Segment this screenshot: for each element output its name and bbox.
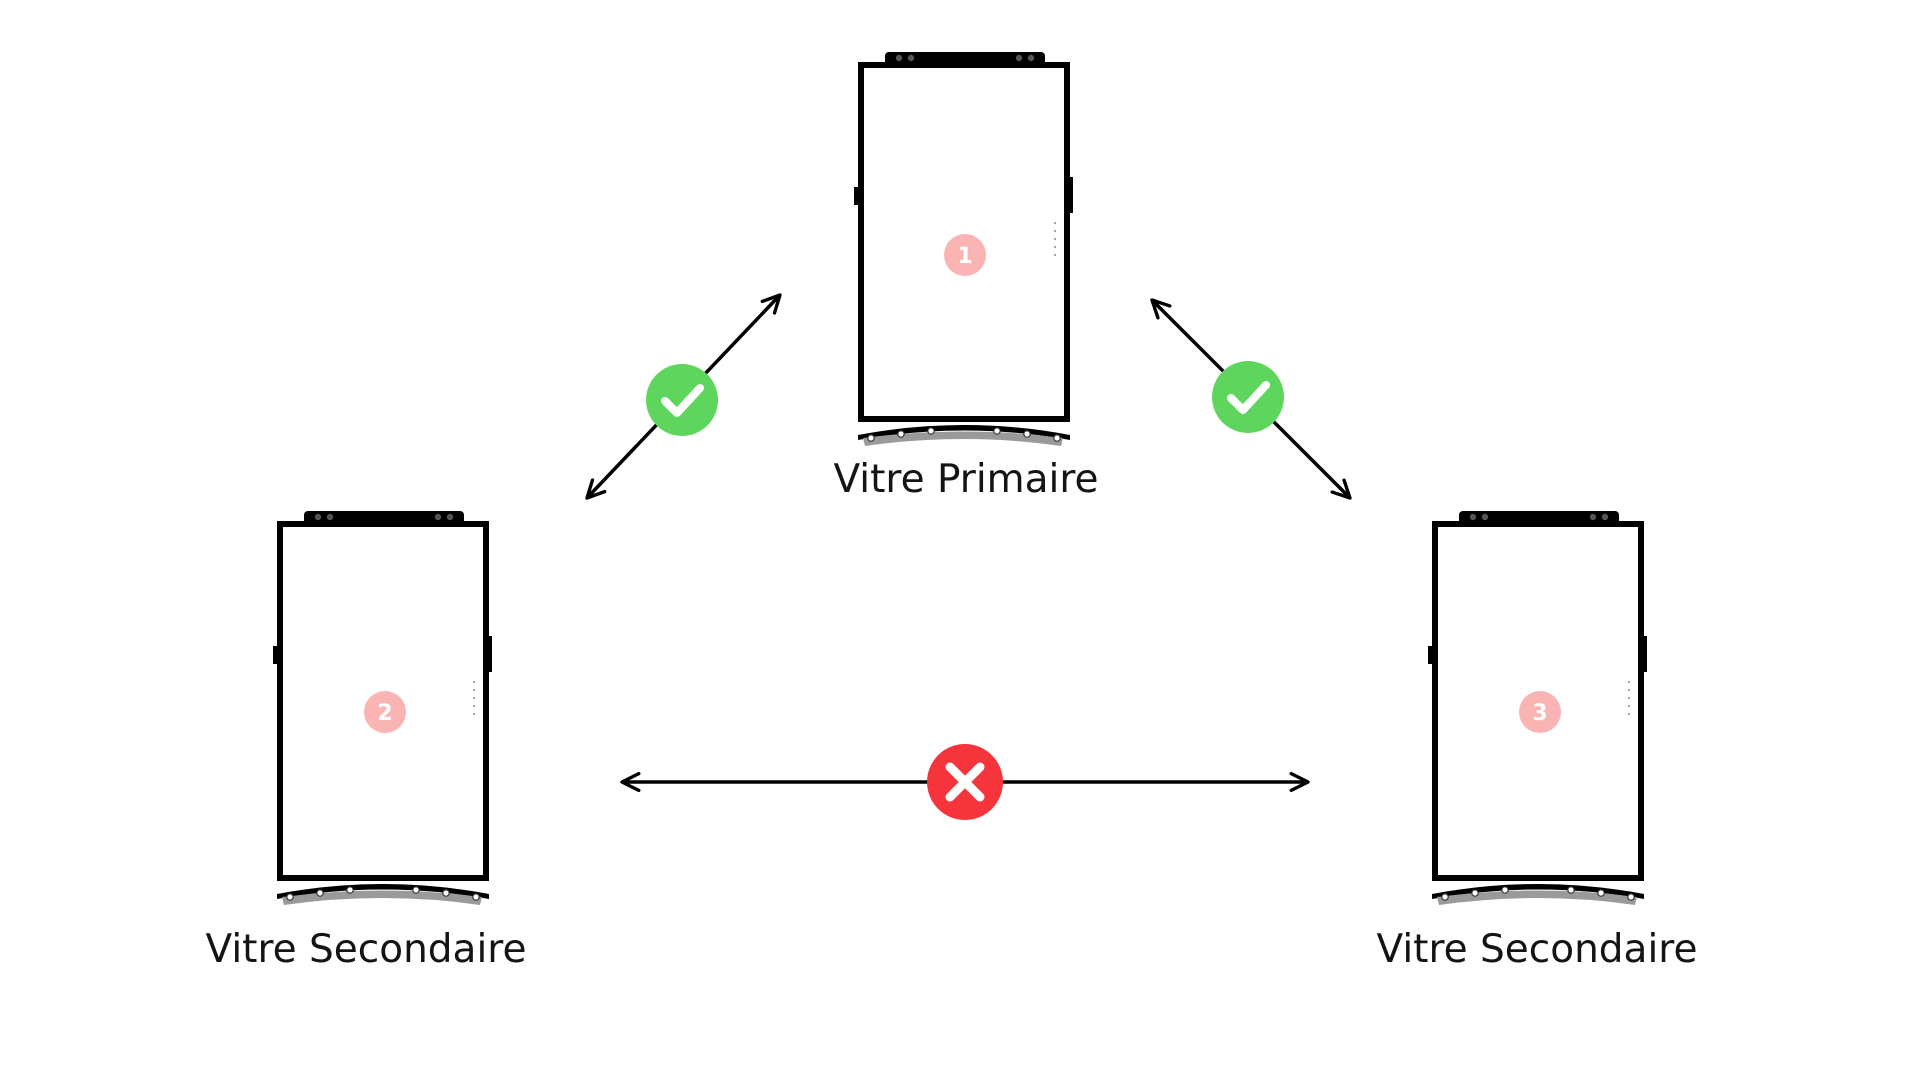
device-secondary-left: 2 xyxy=(273,511,492,905)
device-number-badge xyxy=(1519,691,1561,733)
check-icon xyxy=(661,384,704,417)
device-number: 3 xyxy=(1532,701,1547,726)
device-number-badge xyxy=(944,234,986,276)
device-number: 2 xyxy=(377,701,392,726)
device-label-secondary-right: Vitre Secondaire xyxy=(1377,927,1698,972)
device-label-primary: Vitre Primaire xyxy=(833,457,1098,502)
allowed-circle xyxy=(646,364,718,436)
device-secondary-right: 3 xyxy=(1428,511,1647,905)
not-allowed-badge-2-3 xyxy=(927,744,1003,820)
device-primary: 1 xyxy=(854,52,1073,446)
check-icon xyxy=(1227,381,1270,414)
allowed-badge-1-2 xyxy=(646,364,718,436)
allowed-badge-1-3 xyxy=(1212,361,1284,433)
allowed-circle xyxy=(1212,361,1284,433)
device-label-secondary-left: Vitre Secondaire xyxy=(206,927,527,972)
cross-icon xyxy=(945,762,985,802)
device-number-badge xyxy=(364,691,406,733)
device-number: 1 xyxy=(957,244,972,269)
